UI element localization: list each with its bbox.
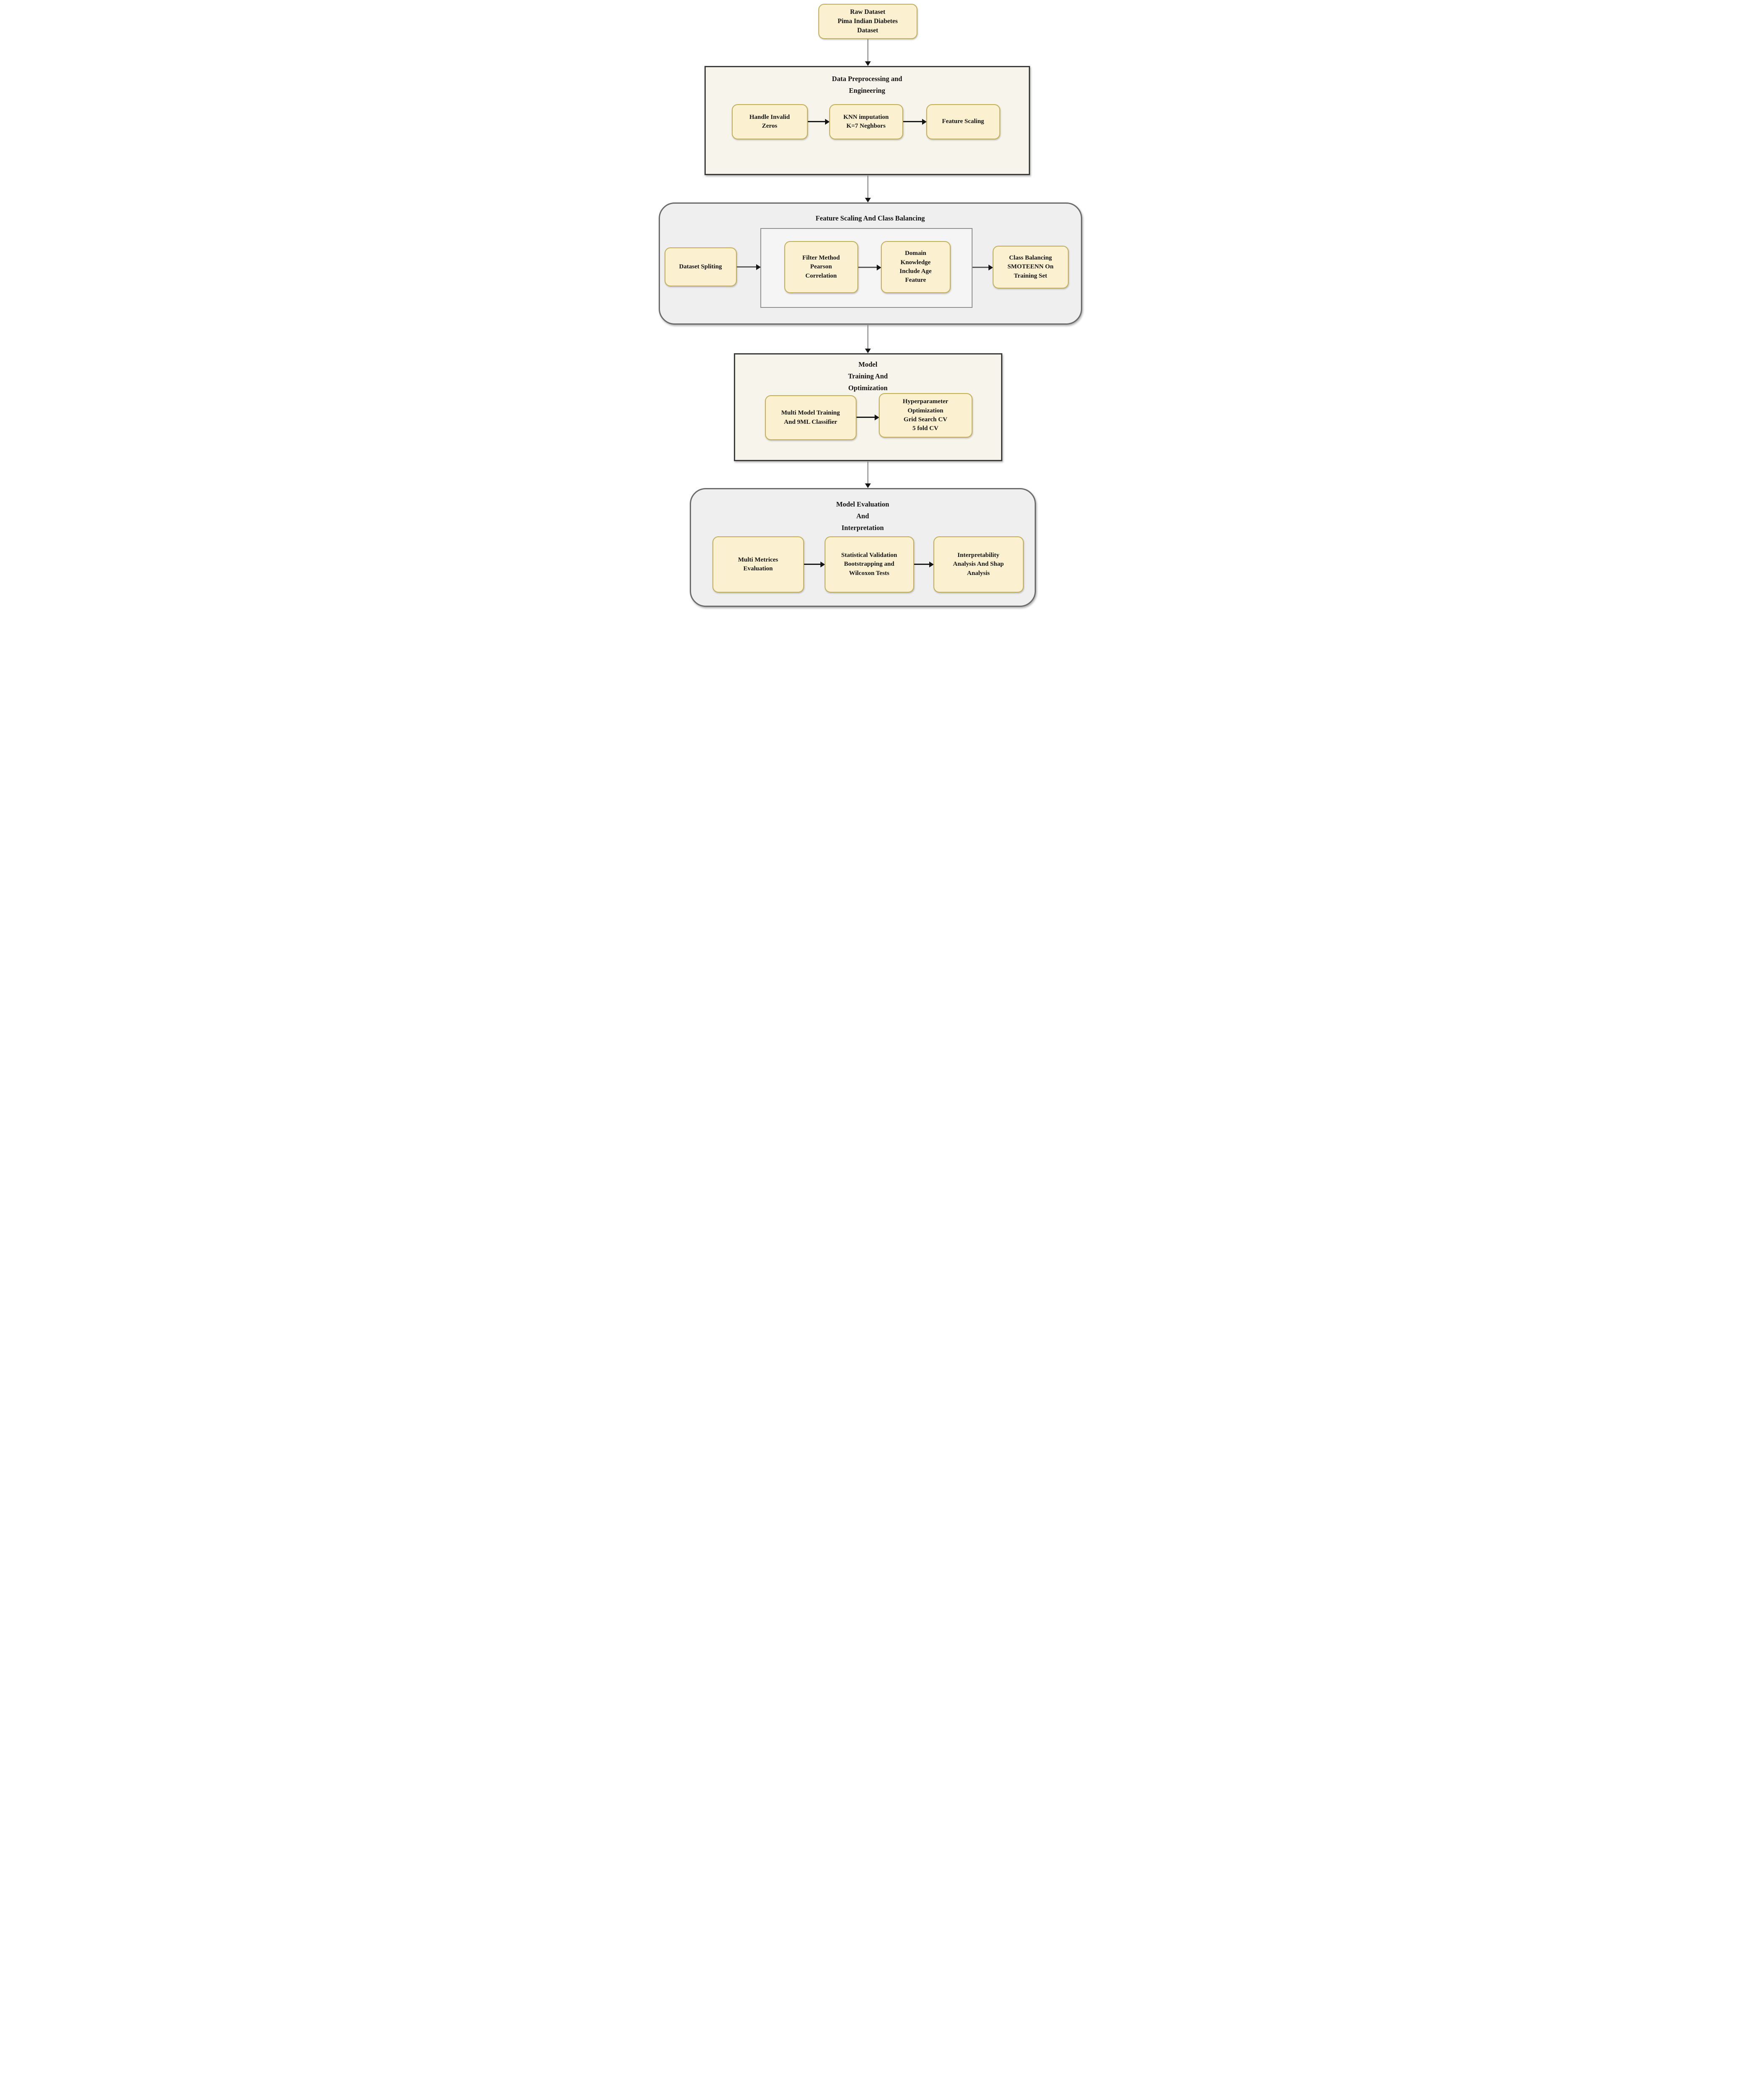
arrow-down-icon [865,198,871,202]
arrow-down-icon [865,483,871,488]
arrow-metrics-to-statistical-line [804,564,820,565]
arrow-zeros-to-knn-line [807,121,825,122]
arrow-filter-to-domain-line [858,267,877,268]
section-model-evaluation: Model Evaluation And Interpretation Mult… [689,488,1036,607]
arrow-right-icon [874,415,879,420]
step-handle-invalid-zeros: Handle Invalid Zeros [731,104,808,139]
step-interpretability-shap: Interpretability Analysis And Shap Analy… [933,536,1024,593]
step-feature-scaling: Feature Scaling [926,104,1000,139]
arrow-right-icon [988,265,993,270]
arrow-right-icon [825,119,830,125]
arrow-right-icon [820,562,825,567]
arrow-right-icon [922,119,927,125]
step-label: Interpretability Analysis And Shap Analy… [953,552,1004,577]
arrow-right-icon [929,562,934,567]
step-label: Hyperparameter Optimization Grid Search … [902,398,949,432]
arrow-training-to-hyperparameter-line [856,417,875,418]
step-multi-metrics-evaluation: Multi Metrices Evaluation [712,536,804,593]
section-data-preprocessing-title: Data Preprocessing and Engineering [832,75,902,95]
connector-training-to-evaluation-line [867,462,868,484]
step-label: Domain Knowledge Include Age Feature [899,250,932,284]
section-class-balancing-title: Feature Scaling And Class Balancing [815,214,925,222]
section-data-preprocessing: Data Preprocessing and Engineering Handl… [704,66,1030,175]
step-label: KNN imputation K=7 Neghbors [843,113,889,129]
step-label: Class Balancing SMOTEENN On Training Set [1007,255,1054,279]
connector-raw-to-preprocessing-line [867,39,868,62]
arrow-statistical-to-interpretability-line [914,564,929,565]
step-filter-method-pearson: Filter Method Pearson Correlation [784,241,858,293]
step-label: Feature Scaling [942,118,984,125]
arrow-knn-to-scaling-line [903,121,922,122]
step-label: Multi Model Training And 9ML Classifier [781,410,840,425]
arrow-subgroup-to-smoteenn-line [972,267,988,268]
step-statistical-validation: Statistical Validation Bootstrapping and… [824,536,914,593]
section-model-training-title: Model Training And Optimization [848,360,888,392]
node-raw-dataset-label: Raw Dataset Pima Indian Diabetes Dataset [838,8,898,34]
step-label: Dataset Spliting [679,263,722,270]
arrow-right-icon [756,264,761,270]
arrow-split-to-subgroup-line [736,266,756,268]
step-label: Filter Method Pearson Correlation [802,255,840,279]
arrow-right-icon [876,265,881,270]
step-hyperparameter-optimization: Hyperparameter Optimization Grid Search … [878,393,973,438]
connector-preprocessing-to-balancing-line [867,176,868,198]
connector-balancing-to-training-line [867,325,868,349]
step-label: Handle Invalid Zeros [749,113,790,129]
flowchart-canvas: Raw Dataset Pima Indian Diabetes Dataset… [652,0,1088,610]
step-multi-model-training: Multi Model Training And 9ML Classifier [765,395,857,440]
section-model-evaluation-title: Model Evaluation And Interpretation [836,500,889,532]
section-model-training: Model Training And Optimization Multi Mo… [733,353,1002,461]
arrow-down-icon [865,349,871,353]
step-dataset-splitting: Dataset Spliting [664,247,737,286]
section-class-balancing: Feature Scaling And Class Balancing Data… [658,202,1082,325]
step-label: Statistical Validation Bootstrapping and… [841,552,897,577]
node-raw-dataset: Raw Dataset Pima Indian Diabetes Dataset [818,4,917,39]
step-class-balancing-smoteenn: Class Balancing SMOTEENN On Training Set [992,246,1069,289]
step-domain-knowledge-age: Domain Knowledge Include Age Feature [881,241,951,293]
step-knn-imputation: KNN imputation K=7 Neghbors [829,104,903,139]
step-label: Multi Metrices Evaluation [738,556,778,572]
arrow-down-icon [865,61,871,66]
